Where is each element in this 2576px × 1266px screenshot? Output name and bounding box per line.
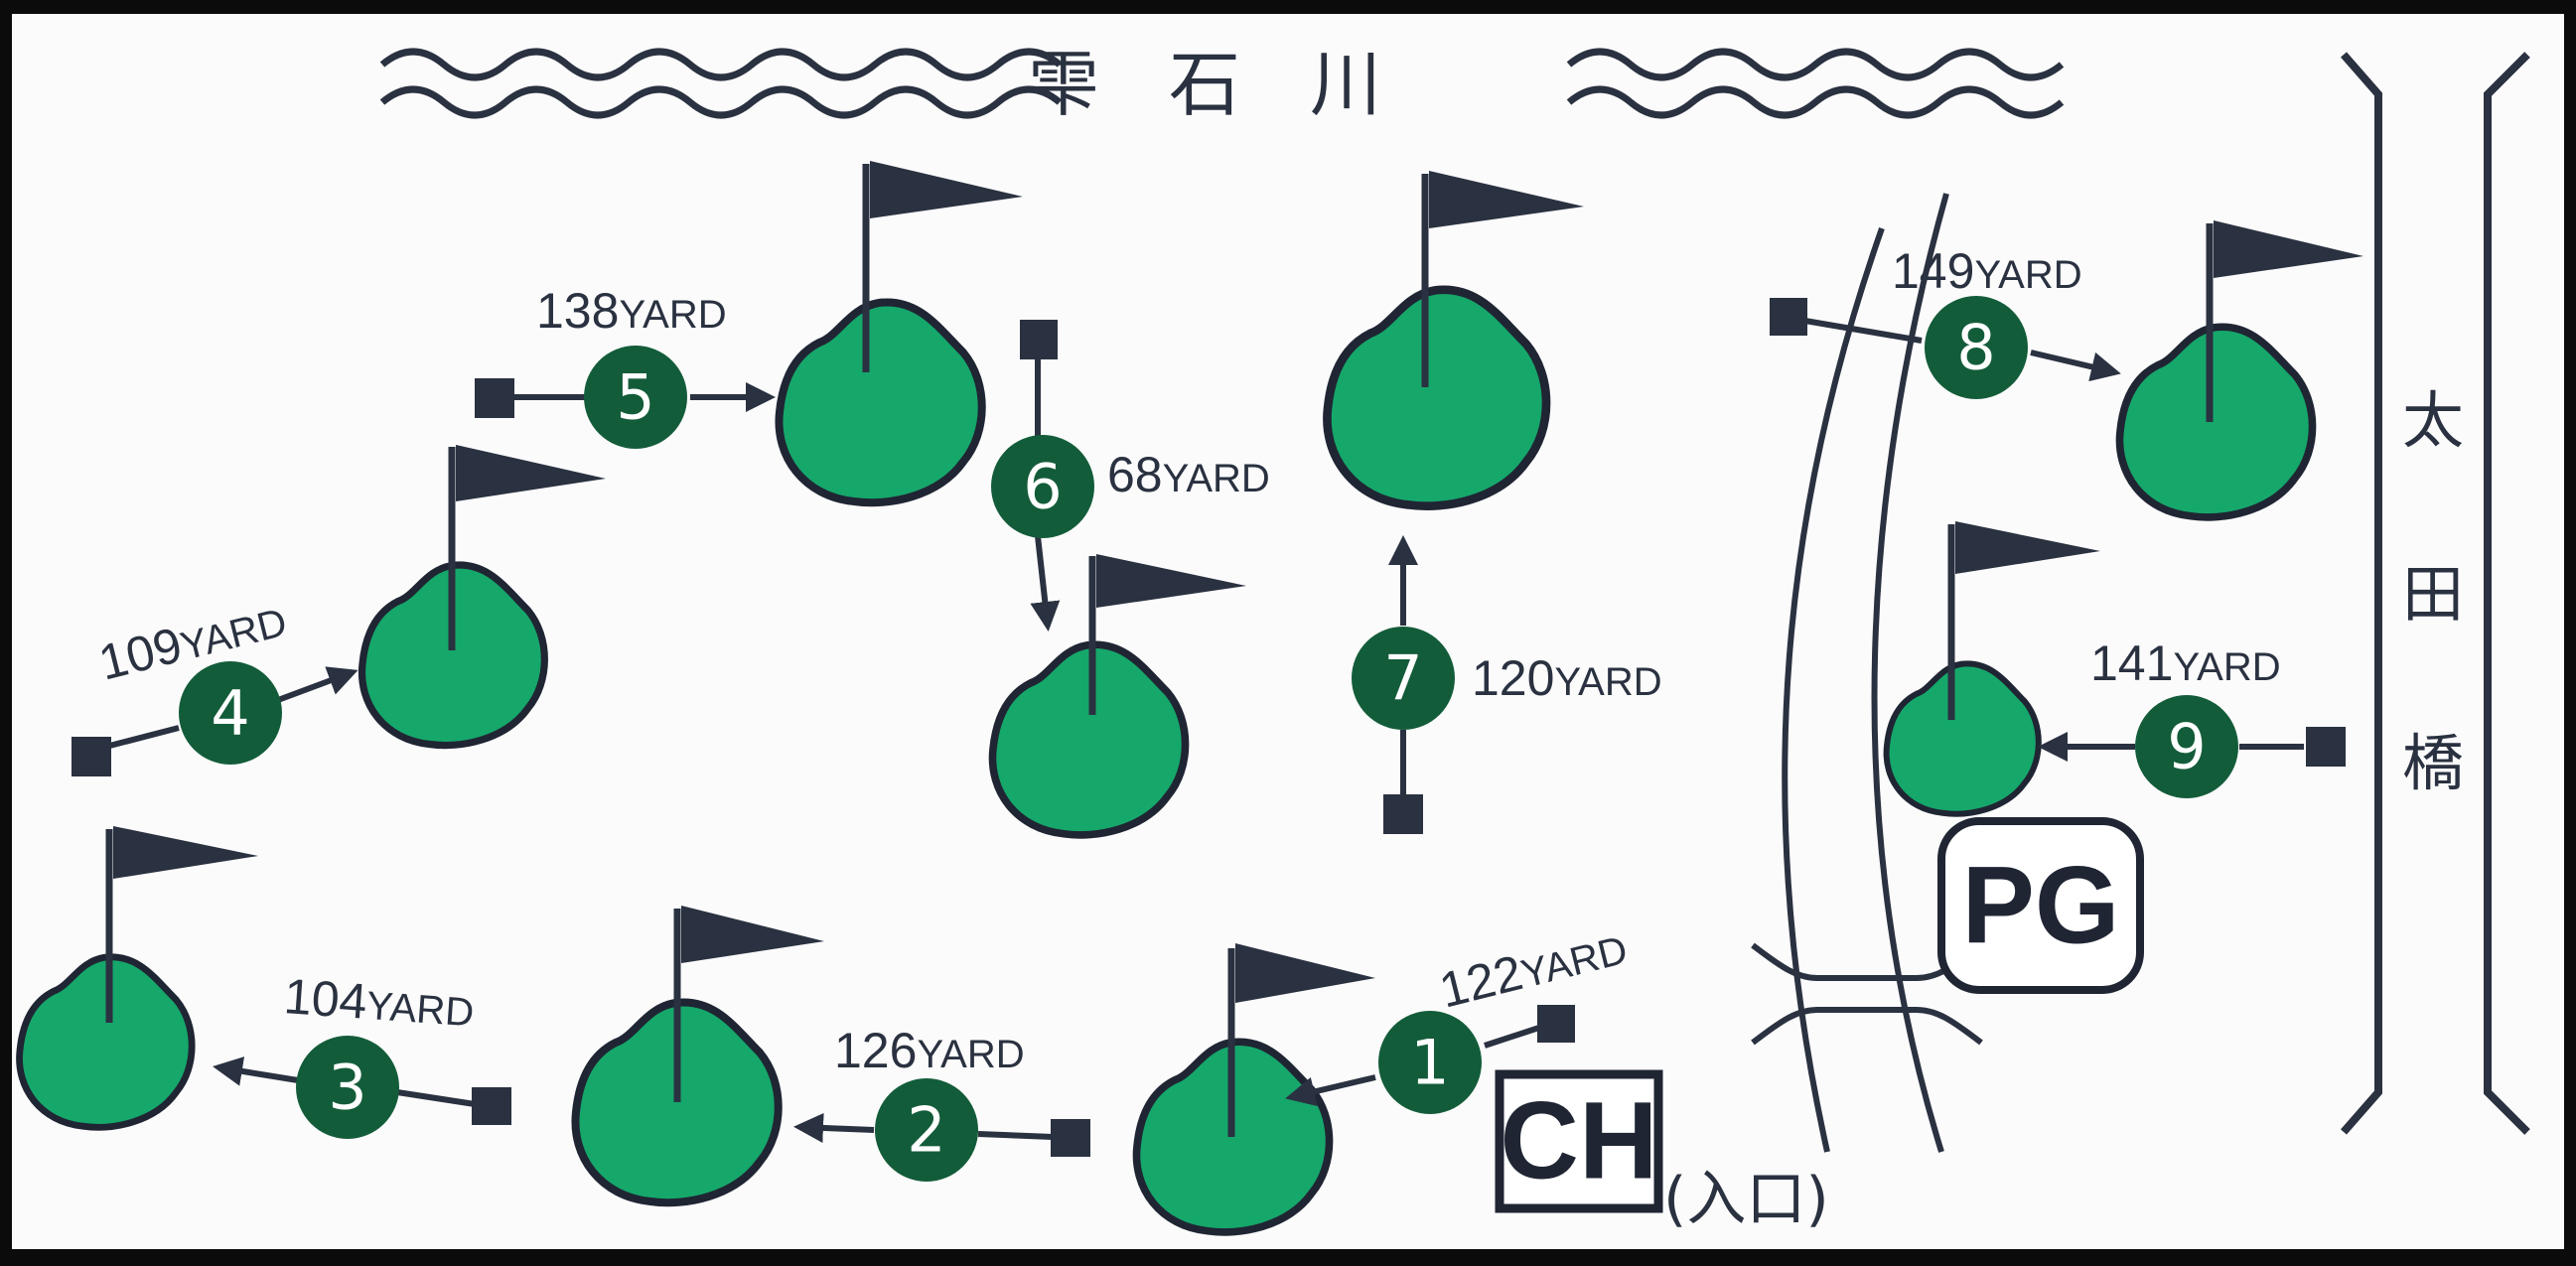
river-wave-left bbox=[379, 48, 1063, 81]
road-edge-left bbox=[1782, 227, 1885, 1153]
river bbox=[379, 48, 2065, 119]
hole-3: 3 104YARD bbox=[20, 826, 511, 1139]
hole-distance: 120YARD bbox=[1472, 650, 1662, 706]
hole-number: 4 bbox=[211, 677, 249, 750]
bridge-rail-left bbox=[2340, 52, 2382, 1135]
hole-number: 1 bbox=[1410, 1027, 1449, 1099]
road-edge-right bbox=[1871, 193, 1949, 1153]
flag-icon bbox=[1429, 171, 1584, 228]
river-label: 雫石川 bbox=[1028, 43, 1451, 126]
hole-9: 9 141YARD bbox=[1887, 521, 2346, 814]
hole-number-badge bbox=[584, 346, 687, 449]
flag-icon bbox=[456, 445, 606, 501]
hole-number-badge bbox=[1378, 1011, 1482, 1114]
tee-marker bbox=[2306, 727, 2346, 767]
hole-distance-value: 68 bbox=[1107, 447, 1163, 502]
bridge-label-char: 太 bbox=[2402, 384, 2464, 457]
hole-distance: 141YARD bbox=[2090, 635, 2281, 691]
flag-icon bbox=[1955, 521, 2100, 574]
clubhouse-label: CH bbox=[1501, 1080, 1658, 1202]
hole-distance-value: 120 bbox=[1472, 650, 1554, 706]
hole-number-badge bbox=[991, 435, 1094, 538]
tee-marker bbox=[1051, 1119, 1090, 1157]
bridge-rail-right bbox=[2484, 52, 2530, 1135]
clubhouse: CH (入口) bbox=[1495, 1069, 1829, 1234]
hole-distance: 104YARD bbox=[282, 968, 476, 1037]
hole-number: 7 bbox=[1383, 642, 1422, 715]
hole-number: 3 bbox=[328, 1052, 366, 1124]
hole-distance-unit: YARD bbox=[2173, 645, 2280, 689]
tee-marker bbox=[472, 1087, 511, 1125]
hole-distance-unit: YARD bbox=[365, 984, 476, 1035]
river-wave-left bbox=[379, 85, 1063, 119]
hole-5: 5 138YARD bbox=[475, 161, 1023, 502]
flag-icon bbox=[1235, 943, 1375, 1003]
hole-distance-unit: YARD bbox=[619, 293, 726, 337]
parking-label: PG bbox=[1962, 845, 2120, 967]
hole-distance-value: 104 bbox=[282, 968, 368, 1030]
flag-icon bbox=[870, 161, 1023, 218]
hole-distance-unit: YARD bbox=[917, 1033, 1024, 1076]
hole-distance: 138YARD bbox=[536, 283, 727, 339]
hole-number: 6 bbox=[1023, 451, 1062, 523]
flag-icon bbox=[2214, 220, 2363, 278]
flag-icon bbox=[681, 906, 824, 963]
tee-marker bbox=[1537, 1005, 1575, 1043]
hole-number-badge bbox=[2135, 695, 2238, 798]
road-bridge-rail bbox=[1751, 1007, 1983, 1046]
tee-marker bbox=[1383, 794, 1423, 834]
tee-marker bbox=[1770, 298, 1807, 336]
hole-number: 2 bbox=[907, 1094, 945, 1167]
bridge-label-char: 橋 bbox=[2402, 727, 2464, 799]
hole-distance-unit: YARD bbox=[1554, 660, 1661, 704]
hole-distance: 149YARD bbox=[1892, 243, 2082, 299]
bridge bbox=[2340, 52, 2530, 1135]
hole-distance: 126YARD bbox=[834, 1023, 1025, 1078]
hole-6: 6 68YARD bbox=[991, 320, 1270, 835]
hole-2: 2 126YARD bbox=[575, 906, 1090, 1202]
hole-distance-value: 126 bbox=[834, 1023, 917, 1078]
hole-distance-unit: YARD bbox=[1974, 253, 2081, 297]
hole-number-badge bbox=[1925, 296, 2028, 399]
bridge-label: 太 田 橋 bbox=[2402, 384, 2464, 799]
hole-distance-value: 138 bbox=[536, 283, 619, 339]
hole-number-badge bbox=[179, 661, 282, 765]
river-wave-right bbox=[1566, 48, 2065, 81]
clubhouse-entrance-label: (入口) bbox=[1663, 1165, 1829, 1234]
hole-number: 8 bbox=[1956, 312, 1995, 384]
hole-8: 8 149YARD bbox=[1770, 220, 2363, 517]
hole-distance-value: 141 bbox=[2090, 635, 2173, 691]
flag-icon bbox=[1096, 554, 1246, 608]
tee-marker bbox=[475, 378, 514, 418]
parking-lot: PG bbox=[1937, 817, 2144, 994]
river-wave-right bbox=[1566, 85, 2065, 119]
tee-marker bbox=[72, 737, 111, 776]
hole-distance: 109YARD bbox=[93, 591, 291, 691]
hole-number-badge bbox=[296, 1036, 399, 1139]
bridge-label-char: 田 bbox=[2402, 558, 2464, 631]
hole-distance: 68YARD bbox=[1107, 447, 1270, 502]
hole-7: 7 120YARD bbox=[1327, 171, 1662, 834]
hole-distance-value: 149 bbox=[1892, 243, 1974, 299]
hole-distance-unit: YARD bbox=[1163, 457, 1270, 500]
hole-4: 4 109YARD bbox=[72, 445, 606, 776]
flag-icon bbox=[113, 826, 258, 879]
tee-marker bbox=[1020, 320, 1058, 359]
hole-number-badge bbox=[875, 1078, 978, 1182]
hole-number: 9 bbox=[2167, 711, 2206, 783]
hole-number: 5 bbox=[616, 361, 654, 434]
hole-number-badge bbox=[1352, 627, 1455, 730]
